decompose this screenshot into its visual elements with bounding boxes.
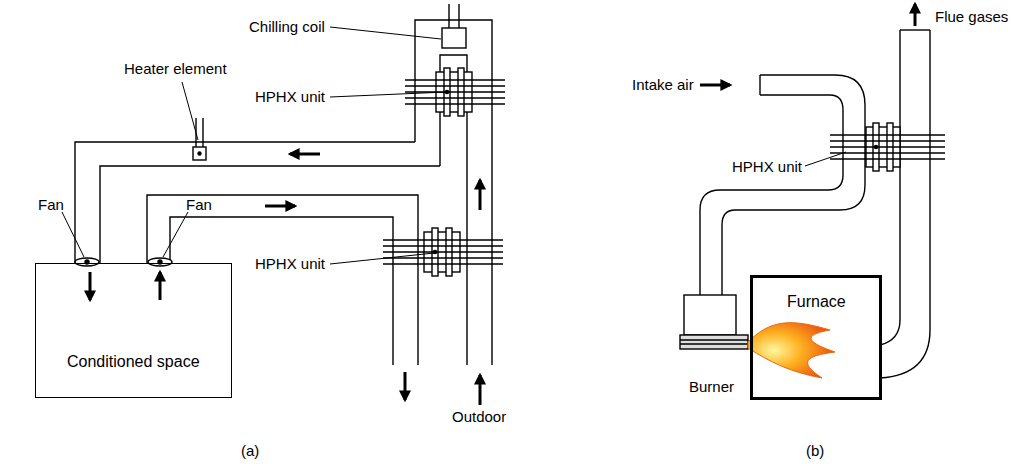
flow-label: Outdoor [452, 408, 506, 426]
box-text: Conditioned space [67, 352, 200, 371]
furnace-box: Furnace [750, 275, 882, 400]
part-label: Fan [186, 196, 212, 214]
flow-label: Intake air [632, 76, 694, 94]
part-label: Burner [689, 378, 734, 396]
panel-label: (b) [806, 442, 824, 460]
flow-label: Flue gases [935, 8, 1008, 26]
part-label: Chilling coil [249, 18, 325, 36]
box-text: Furnace [787, 292, 846, 311]
part-label: HPHX unit [255, 88, 325, 106]
part-label: Fan [38, 196, 64, 214]
space-box: Conditioned space [35, 263, 232, 398]
part-label: HPHX unit [732, 158, 802, 176]
part-label: HPHX unit [255, 255, 325, 273]
part-label: Heater element [124, 60, 227, 78]
panel-label: (a) [241, 442, 259, 460]
